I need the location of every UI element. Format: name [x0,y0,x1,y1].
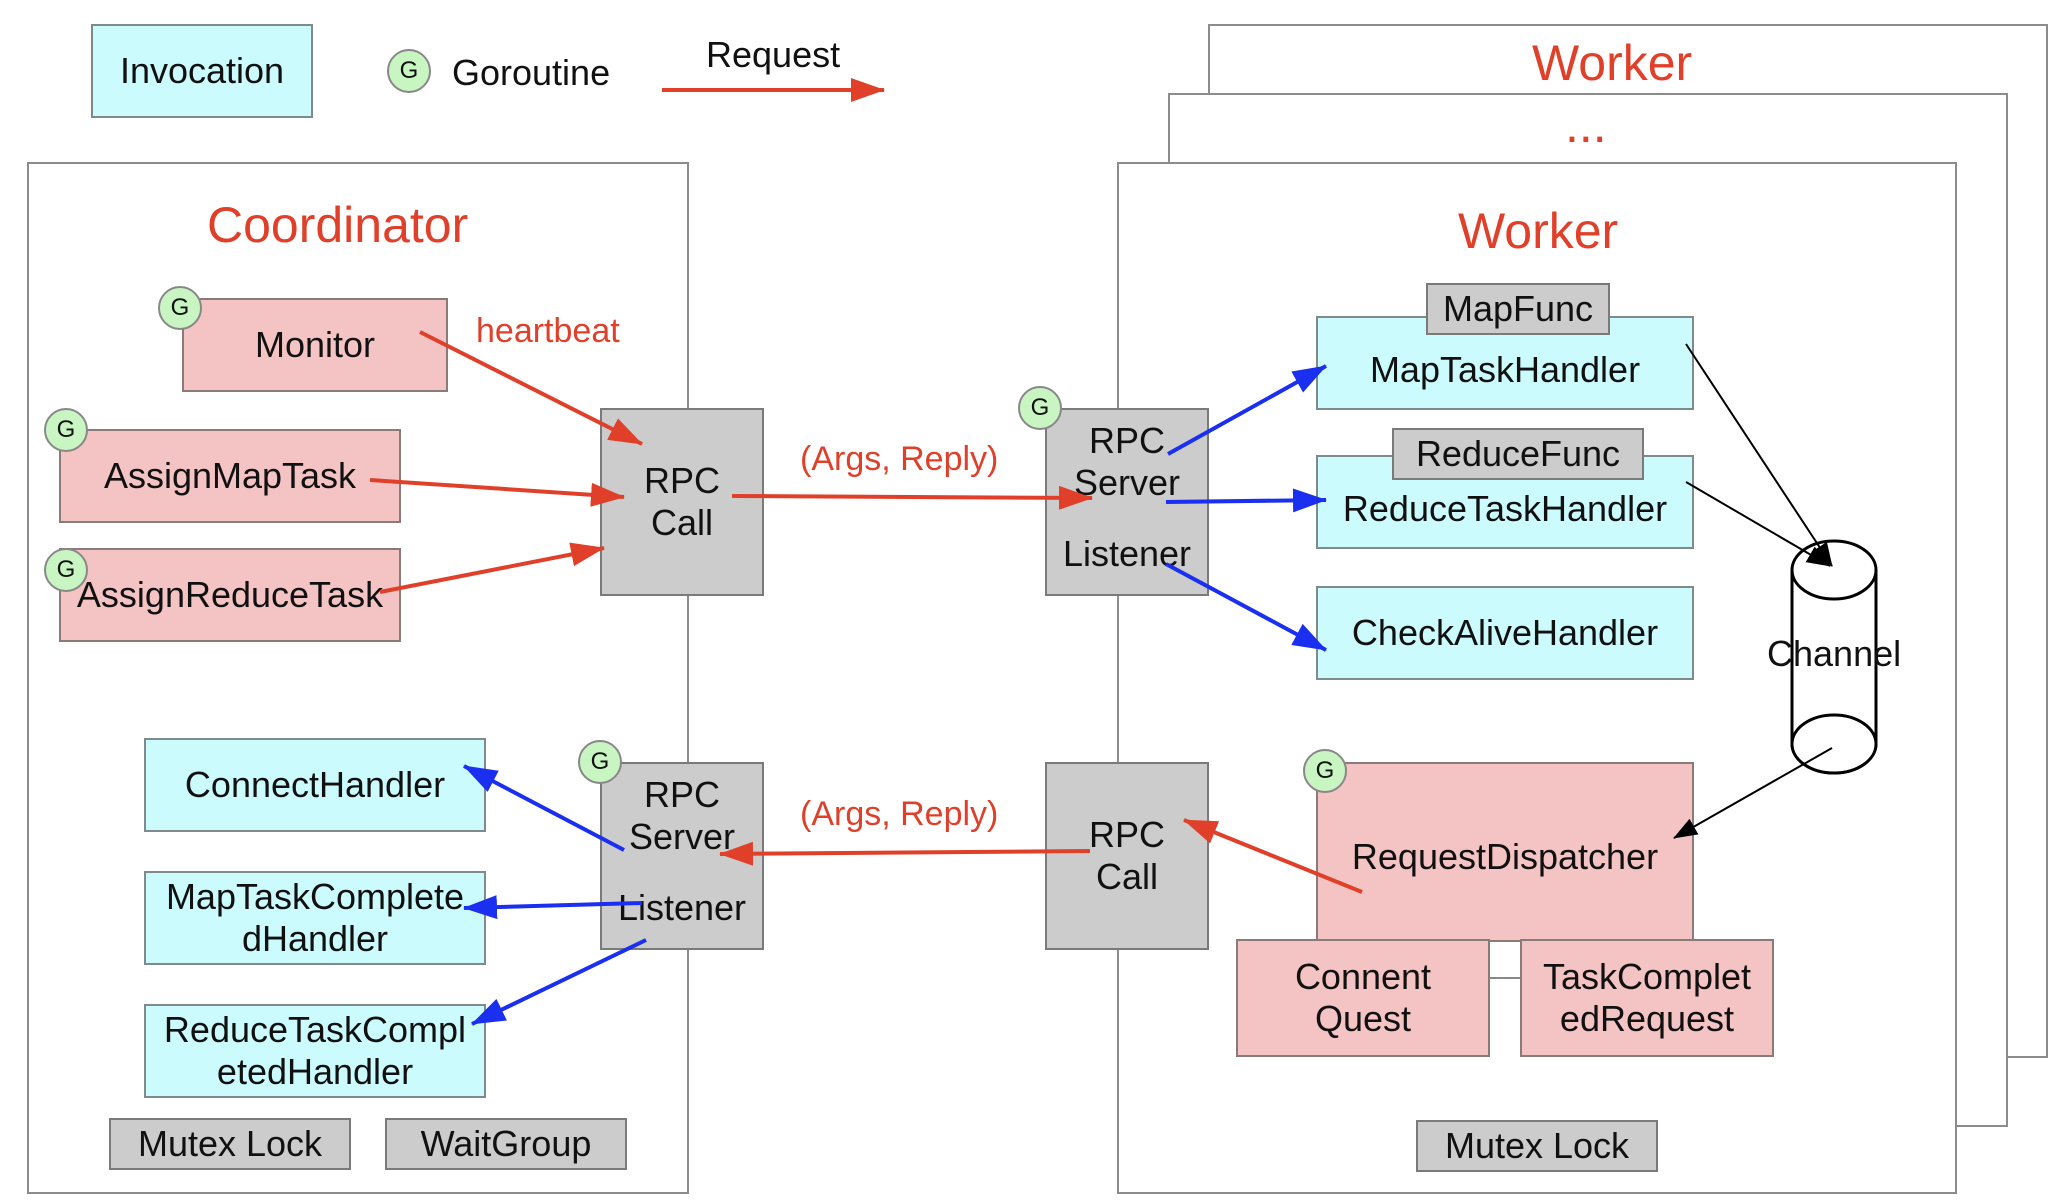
legend-goroutine-badge: G [387,49,431,93]
request-dispatcher-label: RequestDispatcher [1351,835,1659,877]
listener-to-reduce-completed-arrow [471,938,647,1026]
coordinator-rpc-call-line1: RPC [643,459,720,501]
legend-goroutine-label: Goroutine [452,52,611,93]
assign-map-goroutine-badge: G [44,408,88,452]
connect-handler-label: ConnectHandler [184,763,446,805]
connect-quest-line2: Quest [1314,998,1412,1039]
worker-title: Worker [1458,203,1619,259]
task-completed-request-line1: TaskComplet [1542,955,1752,997]
listener-to-map-completed-arrow [463,895,643,920]
map-func-box: MapFunc [1426,283,1610,335]
assign-reduce-task-label: AssignReduceTask [76,573,384,615]
args-reply-top-label: (Args, Reply) [800,440,999,478]
server-to-connect-handler-arrow [463,764,625,852]
worker-mutex-lock-label: Mutex Lock [1444,1124,1630,1166]
reduce-task-completed-handler-line2: etedHandler [216,1051,414,1092]
assign-map-task-box: AssignMapTask [59,429,401,523]
coordinator-mutex-lock: Mutex Lock [109,1118,351,1170]
worker-back-title: Worker [1532,35,1693,91]
coordinator-mutex-lock-label: Mutex Lock [137,1122,323,1164]
task-completed-request-line2: edRequest [1559,998,1735,1039]
map-func-label: MapFunc [1442,287,1594,329]
assign-map-to-rpc-call-arrow [369,478,625,507]
assign-reduce-task-box: AssignReduceTask [59,548,401,642]
coordinator-rpc-server-line1: RPC [643,774,720,815]
reduce-task-completed-handler-line1: ReduceTaskCompl [163,1008,467,1050]
legend-invocation-box: Invocation [91,24,313,118]
connect-quest-box: Connent Quest [1236,939,1490,1057]
monitor-to-rpc-call-arrow [419,330,643,446]
map-task-completed-handler-line2: dHandler [241,918,389,959]
coordinator-title: Coordinator [207,197,469,253]
assign-reduce-to-rpc-call-arrow [379,542,605,594]
check-alive-handler-box: CheckAliveHandler [1316,586,1694,680]
coordinator-waitgroup: WaitGroup [385,1118,627,1170]
task-completed-request-box: TaskComplet edRequest [1520,939,1774,1057]
monitor-box: Monitor [182,298,448,392]
worker-rpc-call-line2: Call [1095,856,1158,897]
channel-label: Channel [1767,633,1902,674]
args-reply-bottom-label: (Args, Reply) [800,795,999,833]
goroutine-badge-text: G [399,57,419,84]
reduce-task-completed-handler-box: ReduceTaskCompl etedHandler [144,1004,486,1098]
reduce-func-box: ReduceFunc [1392,428,1644,480]
worker-rpc-call-line1: RPC [1088,813,1165,855]
map-task-handler-box: MapTaskHandler [1316,316,1694,410]
coordinator-rpc-server-goroutine-badge: G [578,740,622,784]
monitor-goroutine-badge: G [158,286,202,330]
worker-rpc-call: RPC Call [1045,762,1209,950]
heartbeat-label: heartbeat [476,312,620,350]
coordinator-rpc-call-line2: Call [650,502,713,543]
worker-rpc-call-to-coordinator-server-arrow [719,841,1091,866]
map-task-handler-label: MapTaskHandler [1369,348,1641,390]
channel-to-dispatcher-arrow [1673,747,1833,839]
worker-rpc-server-line1: RPC [1088,420,1165,461]
legend-request-label: Request [706,34,841,75]
map-task-completed-handler-box: MapTaskComplete dHandler [144,871,486,965]
reduce-task-handler-label: ReduceTaskHandler [1342,487,1668,529]
request-dispatcher-box: RequestDispatcher [1316,762,1694,942]
map-task-completed-handler-line1: MapTaskComplete [165,875,465,917]
coordinator-waitgroup-label: WaitGroup [420,1122,592,1164]
worker-ellipsis: ... [1565,97,1607,153]
legend-invocation-label: Invocation [119,49,285,91]
assign-reduce-goroutine-badge: G [44,548,88,592]
coordinator-rpc-server-line2: Server [628,816,736,858]
connect-quest-line1: Connent [1294,955,1432,997]
dispatcher-to-worker-rpc-call-arrow [1183,818,1363,894]
rpc-call-to-worker-server-arrow [731,485,1093,510]
reduce-func-label: ReduceFunc [1415,432,1621,474]
listener-to-check-alive-arrow [1165,562,1327,652]
reduce-handler-to-channel-arrow [1685,481,1831,567]
worker-rpc-server-goroutine-badge: G [1018,386,1062,430]
connect-handler-box: ConnectHandler [144,738,486,832]
coordinator-listener-label: Listener [617,886,747,928]
monitor-label: Monitor [254,323,376,365]
worker-mutex-lock: Mutex Lock [1416,1120,1658,1172]
server-to-map-handler-arrow [1167,364,1327,456]
server-to-reduce-handler-arrow [1165,488,1327,513]
map-handler-to-channel-arrow [1685,343,1833,567]
check-alive-handler-label: CheckAliveHandler [1351,611,1659,653]
request-dispatcher-goroutine-badge: G [1303,749,1347,793]
assign-map-task-label: AssignMapTask [103,454,357,496]
